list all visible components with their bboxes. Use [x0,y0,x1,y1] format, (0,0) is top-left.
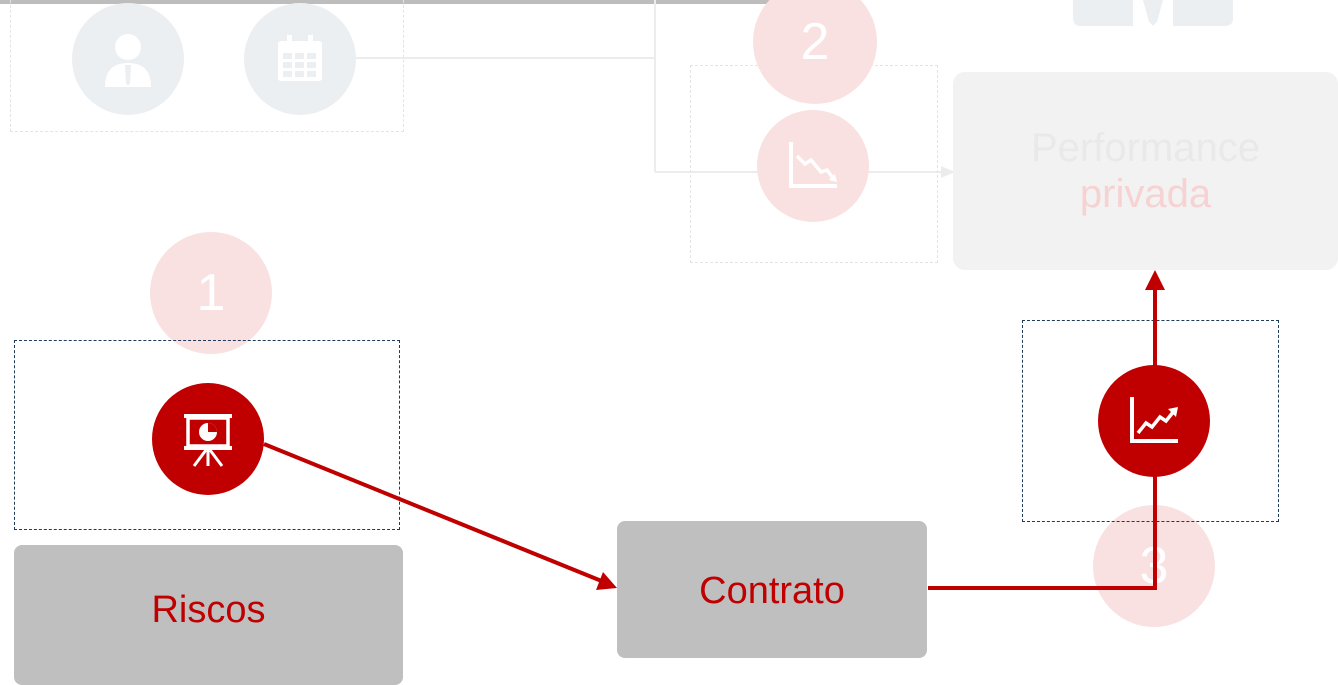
faded-actors-box [10,0,404,132]
presentation-chart-icon [152,383,264,495]
faded-person-fragment-icon [1073,0,1233,26]
top-bar [0,0,852,4]
calendar-icon [244,3,356,115]
riscos-box: Riscos [14,545,403,685]
riscos-label: Riscos [151,588,266,631]
risks-icon-box [14,340,400,530]
privada-label: privada [1079,172,1212,216]
performance-privada-box: Performance privada [953,72,1338,270]
chart-down-icon [757,110,869,222]
chart-up-icon [1098,365,1210,477]
performance-icon-box [1022,320,1279,522]
contrato-box: Contrato [617,521,927,658]
step-2-number: 2 [753,0,877,104]
person-icon [72,3,184,115]
performance-label: Performance [1031,126,1260,170]
step-1-number: 1 [150,232,272,354]
contrato-label: Contrato [699,570,845,612]
